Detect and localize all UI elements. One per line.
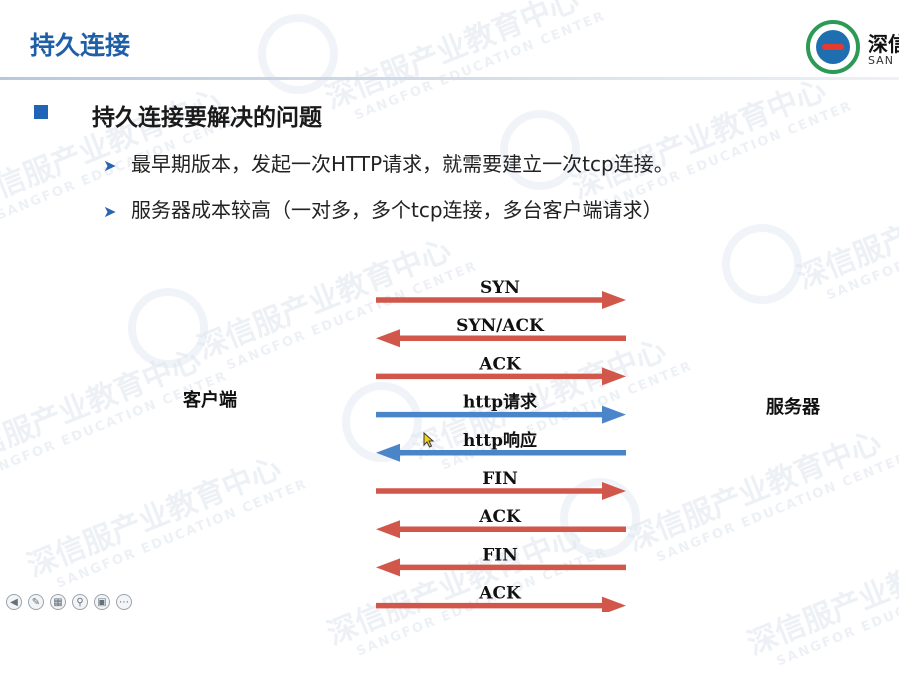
message-label: SYN/ACK [456, 316, 545, 336]
message-arrow: ACK [376, 507, 626, 539]
arrow-bullet-icon: ➤ [103, 156, 117, 175]
message-arrow: FIN [376, 469, 626, 500]
message-label: ACK [478, 507, 522, 527]
message-label: http请求 [463, 392, 537, 413]
brand-sub: SAN [868, 54, 894, 67]
arrowhead-icon [376, 558, 400, 577]
message-arrow: ACK [376, 354, 626, 386]
mouse-cursor-icon [423, 432, 435, 448]
sub-item: ➤ 最早期版本，发起一次HTTP请求，就需要建立一次tcp连接。 [103, 148, 674, 177]
message-arrow: ACK [376, 584, 626, 612]
message-arrow: SYN [376, 278, 626, 309]
message-label: ACK [478, 354, 522, 374]
message-label: ACK [478, 584, 522, 604]
message-label: FIN [482, 545, 518, 565]
arrowhead-icon [376, 329, 400, 348]
bullet-square-icon [34, 105, 48, 119]
screen-icon[interactable]: ▣ [94, 594, 110, 610]
pen-icon[interactable]: ✎ [28, 594, 44, 610]
arrowhead-icon [602, 405, 626, 424]
arrowhead-icon [602, 367, 626, 386]
sequence-diagram: SYN SYN/ACK ACK http请求 http响应 FIN ACK FIN ACK [376, 278, 626, 612]
prev-icon[interactable]: ◀ [6, 594, 22, 610]
title-divider [0, 77, 899, 80]
arrowhead-icon [376, 443, 400, 462]
arrowhead-icon [602, 291, 626, 309]
zoom-icon[interactable]: ⚲ [72, 594, 88, 610]
sub-item: ➤ 服务器成本较高（一对多，多个tcp连接，多台客户端请求） [103, 194, 663, 223]
arrowhead-icon [602, 482, 626, 500]
presentation-toolbar: ◀ ✎ ▦ ⚲ ▣ ⋯ [0, 594, 132, 612]
message-arrow: http响应 [376, 430, 626, 462]
server-label: 服务器 [766, 397, 820, 418]
slide-title: 持久连接 [30, 31, 131, 60]
message-arrow: SYN/ACK [376, 316, 626, 348]
section-heading: 持久连接要解决的问题 [92, 105, 322, 131]
message-label: SYN [480, 278, 520, 298]
sub-item-text: 最早期版本，发起一次HTTP请求，就需要建立一次tcp连接。 [131, 152, 674, 176]
slides-icon[interactable]: ▦ [50, 594, 66, 610]
brand-logo-icon [806, 20, 860, 74]
arrow-bullet-icon: ➤ [103, 202, 117, 221]
message-arrow: FIN [376, 545, 626, 577]
message-arrow: http请求 [376, 392, 626, 424]
sub-item-text: 服务器成本较高（一对多，多个tcp连接，多台客户端请求） [131, 198, 663, 222]
client-label: 客户端 [183, 390, 237, 411]
arrowhead-icon [376, 520, 400, 539]
more-icon[interactable]: ⋯ [116, 594, 132, 610]
message-label: http响应 [463, 430, 537, 451]
brand-name: 深信 [868, 32, 899, 56]
message-label: FIN [482, 469, 518, 489]
arrowhead-icon [602, 596, 626, 612]
